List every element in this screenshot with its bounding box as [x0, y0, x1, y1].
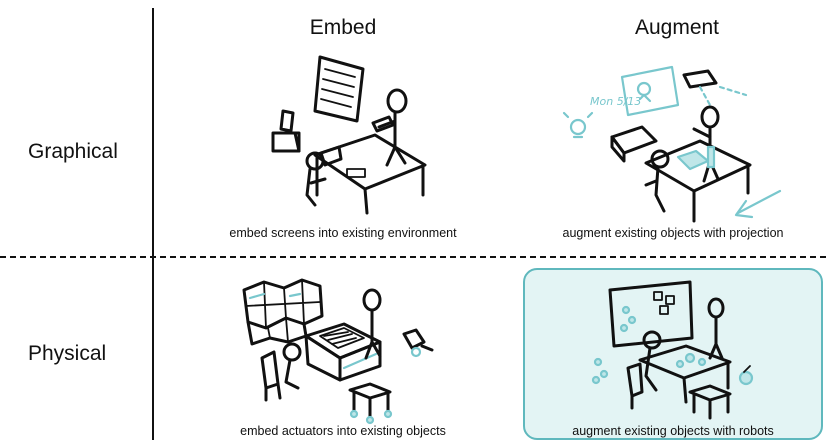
projected-screen — [620, 65, 680, 117]
caption-graphical-embed: embed screens into existing environment — [229, 226, 457, 240]
wall-board — [608, 280, 694, 348]
sketch-augment-robots — [591, 280, 754, 420]
stool — [348, 382, 393, 425]
wall-screen — [313, 55, 365, 123]
ceiling-projector — [682, 69, 748, 107]
projector-box — [610, 125, 658, 163]
sketch-augment-projection: Mon 5/13 — [562, 65, 782, 223]
seated-person — [644, 149, 670, 213]
caption-graphical-augment: augment existing objects with projection — [562, 226, 784, 240]
main-table — [313, 133, 427, 215]
arrow-icon — [734, 189, 782, 219]
robot-device — [402, 328, 434, 358]
row-header-physical: Physical — [28, 342, 107, 365]
sketch-embed-actuators — [242, 278, 434, 425]
seated-person — [626, 330, 662, 410]
standing-person — [362, 288, 382, 360]
column-header-augment: Augment — [634, 16, 720, 39]
calendar-note: Mon 5/13 — [590, 95, 641, 108]
standing-person — [707, 297, 725, 360]
chair — [260, 342, 302, 402]
lightbulb-icon — [562, 111, 594, 139]
caption-physical-augment: augment existing objects with robots — [572, 424, 774, 438]
sketch-embed-screens — [271, 55, 427, 215]
calendar-text: Mon 5/13 — [590, 95, 641, 108]
stool — [688, 384, 732, 420]
wall-panels — [242, 278, 324, 346]
row-header-graphical: Graphical — [28, 140, 118, 163]
column-header-embed: Embed — [309, 16, 377, 39]
standing-person — [692, 105, 720, 183]
floor-robots — [591, 357, 754, 386]
actuated-table — [304, 322, 382, 382]
seated-person — [305, 145, 343, 207]
horizontal-divider — [0, 256, 826, 258]
side-desk — [271, 109, 301, 153]
standing-person — [371, 88, 408, 167]
caption-physical-embed: embed actuators into existing objects — [240, 424, 446, 438]
table — [638, 344, 732, 404]
vertical-divider — [152, 8, 154, 440]
